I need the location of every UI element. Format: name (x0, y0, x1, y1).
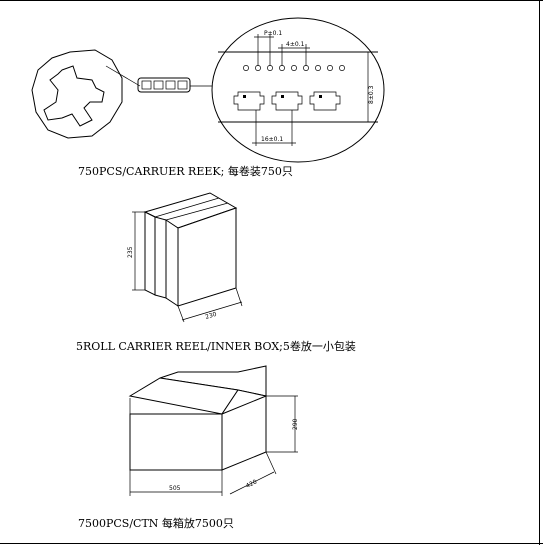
reel-outline (31, 49, 123, 139)
carton-front (129, 413, 223, 471)
tape-mini-cell-1 (141, 80, 152, 90)
tape-pocket-3 (309, 91, 341, 111)
carton-depth-label: 420 (245, 478, 259, 489)
tape-mini-cell-4 (177, 80, 188, 90)
tape-mini-view (137, 77, 191, 93)
tape-pocket-2 (271, 91, 303, 111)
sprocket-hole (243, 65, 249, 71)
inner-box-layer-3 (165, 219, 179, 307)
sprocket-hole (303, 65, 309, 71)
sprocket-hole (291, 65, 297, 71)
reel-leader-line (105, 65, 141, 87)
tape-mini-cell-3 (165, 80, 176, 90)
sprocket-hole (279, 65, 285, 71)
reel-caption: 750PCS/CARRUER REEK; 每卷装750只 (78, 164, 293, 178)
inner-box-caption: 5ROLL CARRIER REEL/INNER BOX;5卷放一小包装 (76, 339, 356, 353)
inner-box-layer-2 (154, 216, 167, 299)
inner-box-height-label: 235 (127, 246, 134, 258)
carton-drawing: 505 420 290 (128, 365, 299, 496)
carton-depth-dim-line (229, 471, 275, 495)
sprocket-hole (315, 65, 321, 71)
inner-box-top-stripe (165, 202, 229, 221)
inner-box-layer-1 (144, 211, 156, 296)
reel-drawing (31, 49, 212, 139)
tape-width-label: 8±0.3 (368, 85, 375, 104)
tape-detail-circle (211, 17, 385, 163)
sprocket-hole (255, 65, 261, 71)
depth-ext (235, 287, 243, 307)
sprocket-hole (327, 65, 333, 71)
tape-hole-pitch-label: 4±0.1 (286, 41, 305, 48)
tape-pitch-label: P±0.1 (264, 30, 282, 37)
pocket-mark (243, 95, 246, 98)
depth-dim-line (181, 301, 243, 321)
tape-detail: P±0.1 4±0.1 8±0.3 16±0.1 (211, 17, 385, 163)
inner-box-top-stripe (154, 197, 220, 218)
pocket-mark (319, 95, 322, 98)
carton-width-label: 505 (169, 485, 181, 492)
tape-mini-cell-2 (153, 80, 164, 90)
tape-pocket-1 (233, 91, 265, 111)
carton-depth-ext (265, 451, 277, 475)
carton-caption: 7500PCS/CTN 每箱放7500只 (78, 516, 234, 530)
inner-box-drawing: 235 230 (127, 192, 243, 323)
sprocket-hole (267, 65, 273, 71)
depth-ext (177, 305, 185, 323)
pocket-mark (281, 95, 284, 98)
reel-hub (43, 65, 105, 127)
tape-pocket-pitch-label: 16±0.1 (261, 136, 283, 143)
inner-box-depth-label: 230 (205, 311, 218, 321)
sprocket-hole (339, 65, 345, 71)
carton-height-label: 290 (292, 418, 299, 430)
